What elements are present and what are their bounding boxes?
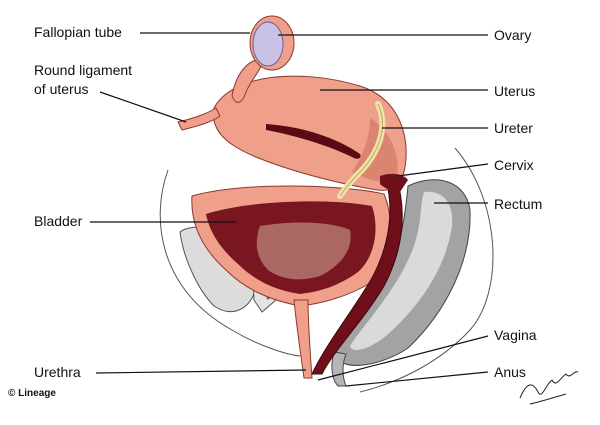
label-vagina: Vagina [494,327,537,343]
label-ovary: Ovary [494,27,532,43]
ovary-inner [252,21,284,67]
label-round-ligament-line1: Round ligament [34,62,133,78]
label-rectum: Rectum [494,196,543,212]
label-cervix: Cervix [494,157,534,173]
leader-vagina [317,335,489,381]
label-anus: Anus [494,364,526,380]
leader-anus [345,371,489,387]
leader-urethra [95,369,307,374]
body-outline-front [159,169,301,357]
round-ligament-shape [177,107,221,131]
label-ureter: Ureter [494,120,533,136]
uterine-cavity [266,124,361,159]
fallopian-tube-shape [231,59,263,103]
body-outline-back [359,147,494,393]
leader-cervix [397,163,489,177]
credit-text: © Lineage [8,388,56,399]
label-urethra: Urethra [34,364,81,380]
urethra-shape [293,299,313,379]
label-bladder: Bladder [34,213,83,229]
anal-canal [331,351,347,387]
vagina-canal [311,175,403,375]
cervix-shape [380,173,408,192]
bladder-interior-light [256,222,351,280]
artist-signature [519,371,579,405]
label-uterus: Uterus [494,83,536,99]
label-fallopian-tube: Fallopian tube [34,24,122,40]
leader-lines [90,32,489,387]
rectum-highlight [350,191,453,351]
ureter-outline [339,103,383,197]
label-round-ligament-line2: of uterus [34,81,89,97]
leader-round-ligament [99,91,187,123]
